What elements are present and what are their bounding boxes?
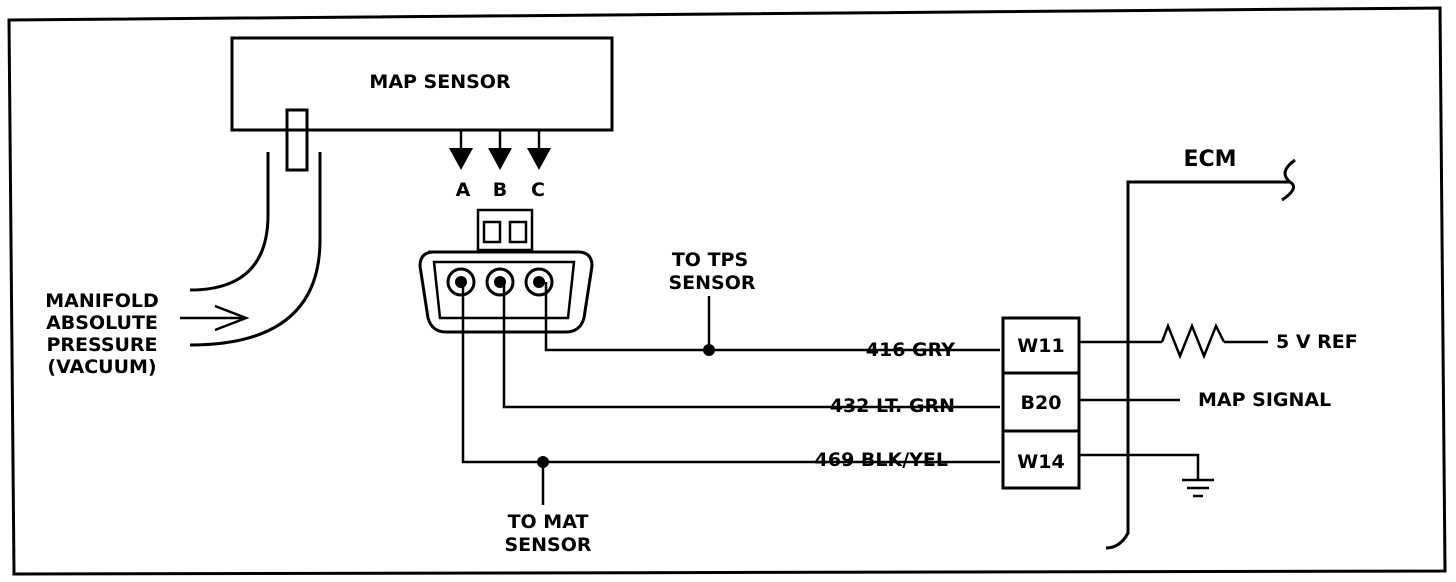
mat-label-line2: SENSOR bbox=[504, 534, 591, 556]
signal-map: MAP SIGNAL bbox=[1198, 389, 1331, 411]
wire-blk-yel bbox=[461, 282, 1000, 464]
tps-label-line1: TO TPS bbox=[672, 249, 748, 271]
ecm-boundary bbox=[1105, 158, 1296, 550]
wire-gry bbox=[544, 282, 1000, 352]
ecm-title: ECM bbox=[1183, 147, 1236, 172]
wire-label-lt-grn: 432 LT. GRN bbox=[830, 395, 955, 417]
input-label-line4: (VACUUM) bbox=[47, 356, 156, 378]
mat-label-line1: TO MAT bbox=[508, 511, 589, 533]
pin-label-b: B bbox=[493, 179, 507, 201]
input-label-line3: PRESSURE bbox=[46, 334, 157, 356]
mat-splice-dot bbox=[537, 456, 549, 468]
pin-label-a: A bbox=[456, 179, 471, 201]
terminal-w14: W14 bbox=[1017, 451, 1064, 473]
vacuum-hose-outer bbox=[189, 152, 270, 292]
wire-label-blk-yel: 469 BLK/YEL bbox=[815, 449, 948, 471]
vacuum-port bbox=[285, 108, 309, 172]
vref-resistor bbox=[1160, 322, 1226, 360]
pin-label-c: C bbox=[531, 179, 545, 201]
signal-vref: 5 V REF bbox=[1276, 331, 1358, 353]
map-sensor-box bbox=[230, 36, 614, 132]
pressure-arrow-head bbox=[214, 304, 250, 332]
tps-label-line2: SENSOR bbox=[668, 272, 755, 294]
terminal-b20: B20 bbox=[1021, 392, 1062, 414]
terminal-w11: W11 bbox=[1017, 335, 1064, 357]
map-sensor-title: MAP SENSOR bbox=[369, 71, 511, 93]
wire-label-gry: 416 GRY bbox=[866, 339, 955, 361]
ground-symbol bbox=[1182, 478, 1214, 498]
connector bbox=[418, 208, 594, 334]
pin-arrows bbox=[449, 130, 551, 170]
ecm-terminal-block bbox=[1001, 316, 1081, 490]
input-label-line1: MANIFOLD bbox=[45, 290, 159, 312]
wire-lt-grn bbox=[502, 282, 1000, 409]
vacuum-hose-inner bbox=[189, 152, 322, 347]
diagram-frame bbox=[7, 6, 1447, 576]
input-label-line2: ABSOLUTE bbox=[46, 312, 158, 334]
ground-wire bbox=[1079, 453, 1200, 480]
tps-splice-dot bbox=[703, 344, 715, 356]
